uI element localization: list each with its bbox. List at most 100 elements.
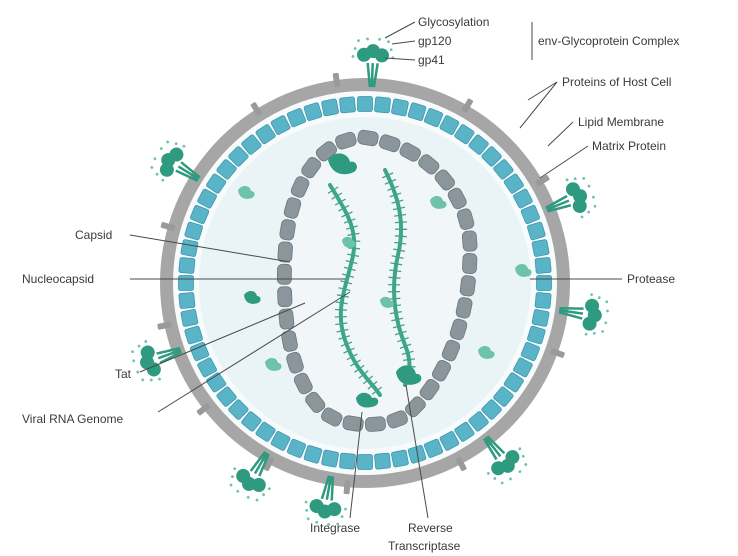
- glycosylation-dot: [137, 344, 141, 348]
- leader-glycosylation: [385, 22, 415, 38]
- label-gp41: gp41: [418, 53, 445, 67]
- matrix-protein-unit: [391, 450, 409, 468]
- glycosylation-dot: [351, 55, 354, 58]
- leader-host-proteins-2: [520, 82, 557, 128]
- glycosylation-dot: [131, 350, 135, 354]
- glycosylation-dot: [587, 184, 591, 188]
- host-protein: [344, 480, 351, 494]
- leader-lipid-membrane: [548, 122, 573, 146]
- glycosylation-dot: [584, 333, 587, 336]
- label-protease: Protease: [627, 272, 675, 286]
- matrix-protein-unit: [358, 455, 373, 470]
- glycosylation-dot: [307, 517, 310, 520]
- glycosylation-dot: [161, 178, 165, 182]
- matrix-protein-unit: [374, 453, 390, 469]
- glycosylation-dot: [262, 493, 266, 497]
- nucleocapsid-tick: [395, 222, 407, 223]
- matrix-protein-unit: [532, 239, 550, 257]
- glycosylation-dot: [592, 195, 596, 199]
- glycosylation-dot: [305, 509, 308, 512]
- glycosylation-dot: [593, 332, 596, 335]
- glycosylation-dot: [493, 477, 497, 481]
- glycosylation-dot: [150, 166, 154, 170]
- capsid-segment: [277, 264, 291, 284]
- glycosylation-dot: [246, 495, 250, 499]
- label-matrix-protein: Matrix Protein: [592, 139, 666, 153]
- glycosylation-dot: [267, 487, 271, 491]
- leader-gp41: [385, 58, 415, 60]
- label-lipid-membrane: Lipid Membrane: [578, 115, 664, 129]
- capsid-segment: [279, 219, 296, 241]
- matrix-protein-unit: [535, 292, 551, 308]
- glycosylation-dot: [344, 507, 347, 510]
- capsid-segment: [462, 231, 477, 252]
- glycosylation-dot: [366, 37, 369, 40]
- glycosylation-dot: [144, 340, 148, 344]
- label-env-complex: env-Glycoprotein Complex: [538, 34, 679, 48]
- matrix-protein-unit: [358, 97, 373, 112]
- glycosylation-dot: [132, 359, 136, 363]
- leader-host-proteins-1: [528, 82, 557, 100]
- label-nucleocapsid: Nucleocapsid: [22, 272, 94, 286]
- glycosylation-dot: [341, 515, 344, 518]
- glycosylation-dot: [521, 454, 525, 458]
- matrix-protein-unit: [391, 99, 409, 117]
- glycosylation-dot: [255, 498, 259, 502]
- capsid-segment: [278, 308, 294, 329]
- matrix-protein-unit: [321, 450, 339, 468]
- glycosylation-dot: [604, 321, 607, 324]
- glycosylation-dot: [390, 48, 393, 51]
- glycosylation-dot: [601, 330, 604, 333]
- glycosylation-dot: [500, 481, 504, 485]
- glycosylation-dot: [524, 462, 528, 466]
- matrix-protein-unit: [374, 97, 390, 113]
- glycosylation-dot: [580, 215, 584, 219]
- glycosylation-dot: [518, 447, 522, 451]
- matrix-protein-unit: [339, 97, 355, 113]
- gp41-stalk: [372, 63, 373, 87]
- capsid-segment: [278, 242, 293, 263]
- glycosylation-dot: [573, 177, 577, 181]
- glycosylation-dot: [155, 172, 159, 176]
- nucleocapsid-tick: [395, 236, 407, 237]
- matrix-protein-unit: [321, 99, 339, 117]
- glycosylation-dot: [150, 378, 154, 382]
- glycosylation-dot: [166, 140, 170, 144]
- glycosylation-dot: [229, 483, 233, 487]
- glycosylation-dot: [158, 377, 162, 381]
- label-capsid: Capsid: [75, 228, 112, 242]
- label-gp120: gp120: [418, 34, 452, 48]
- matrix-protein-unit: [532, 309, 550, 327]
- glycosylation-dot: [182, 144, 186, 148]
- glycosylation-dot: [354, 47, 357, 50]
- nucleocapsid-tick: [335, 310, 347, 311]
- glycosylation-dot: [357, 39, 360, 42]
- glycosylation-dot: [587, 210, 591, 214]
- glycosylation-dot: [508, 477, 512, 481]
- nucleocapsid-tick: [389, 277, 401, 278]
- matrix-protein-unit: [179, 292, 195, 308]
- capsid-segment: [365, 416, 386, 432]
- glycosylation-dot: [606, 309, 609, 312]
- label-host-proteins: Proteins of Host Cell: [562, 75, 671, 89]
- glycosylation-dot: [387, 40, 390, 43]
- label-viral-rna: Viral RNA Genome: [22, 412, 123, 426]
- glycosylation-dot: [153, 157, 157, 161]
- label-glycosylation: Glycosylation: [418, 15, 489, 29]
- glycosylation-dot: [565, 178, 569, 182]
- glycosylation-dot: [605, 300, 608, 303]
- glycosylation-dot: [136, 370, 140, 374]
- glycosylation-dot: [582, 177, 586, 181]
- label-tat: Tat: [115, 367, 132, 381]
- glycosylation-dot: [378, 38, 381, 41]
- capsid-segment: [462, 253, 477, 274]
- matrix-protein-unit: [339, 453, 355, 469]
- matrix-protein-unit: [179, 276, 194, 291]
- capsid-segment: [460, 275, 476, 297]
- capsid-segment: [357, 129, 379, 146]
- matrix-protein-unit: [179, 257, 195, 273]
- glycosylation-dot: [486, 471, 490, 475]
- matrix-protein-unit: [535, 257, 551, 273]
- glycosylation-dot: [598, 296, 601, 299]
- leader-matrix-protein: [540, 146, 588, 178]
